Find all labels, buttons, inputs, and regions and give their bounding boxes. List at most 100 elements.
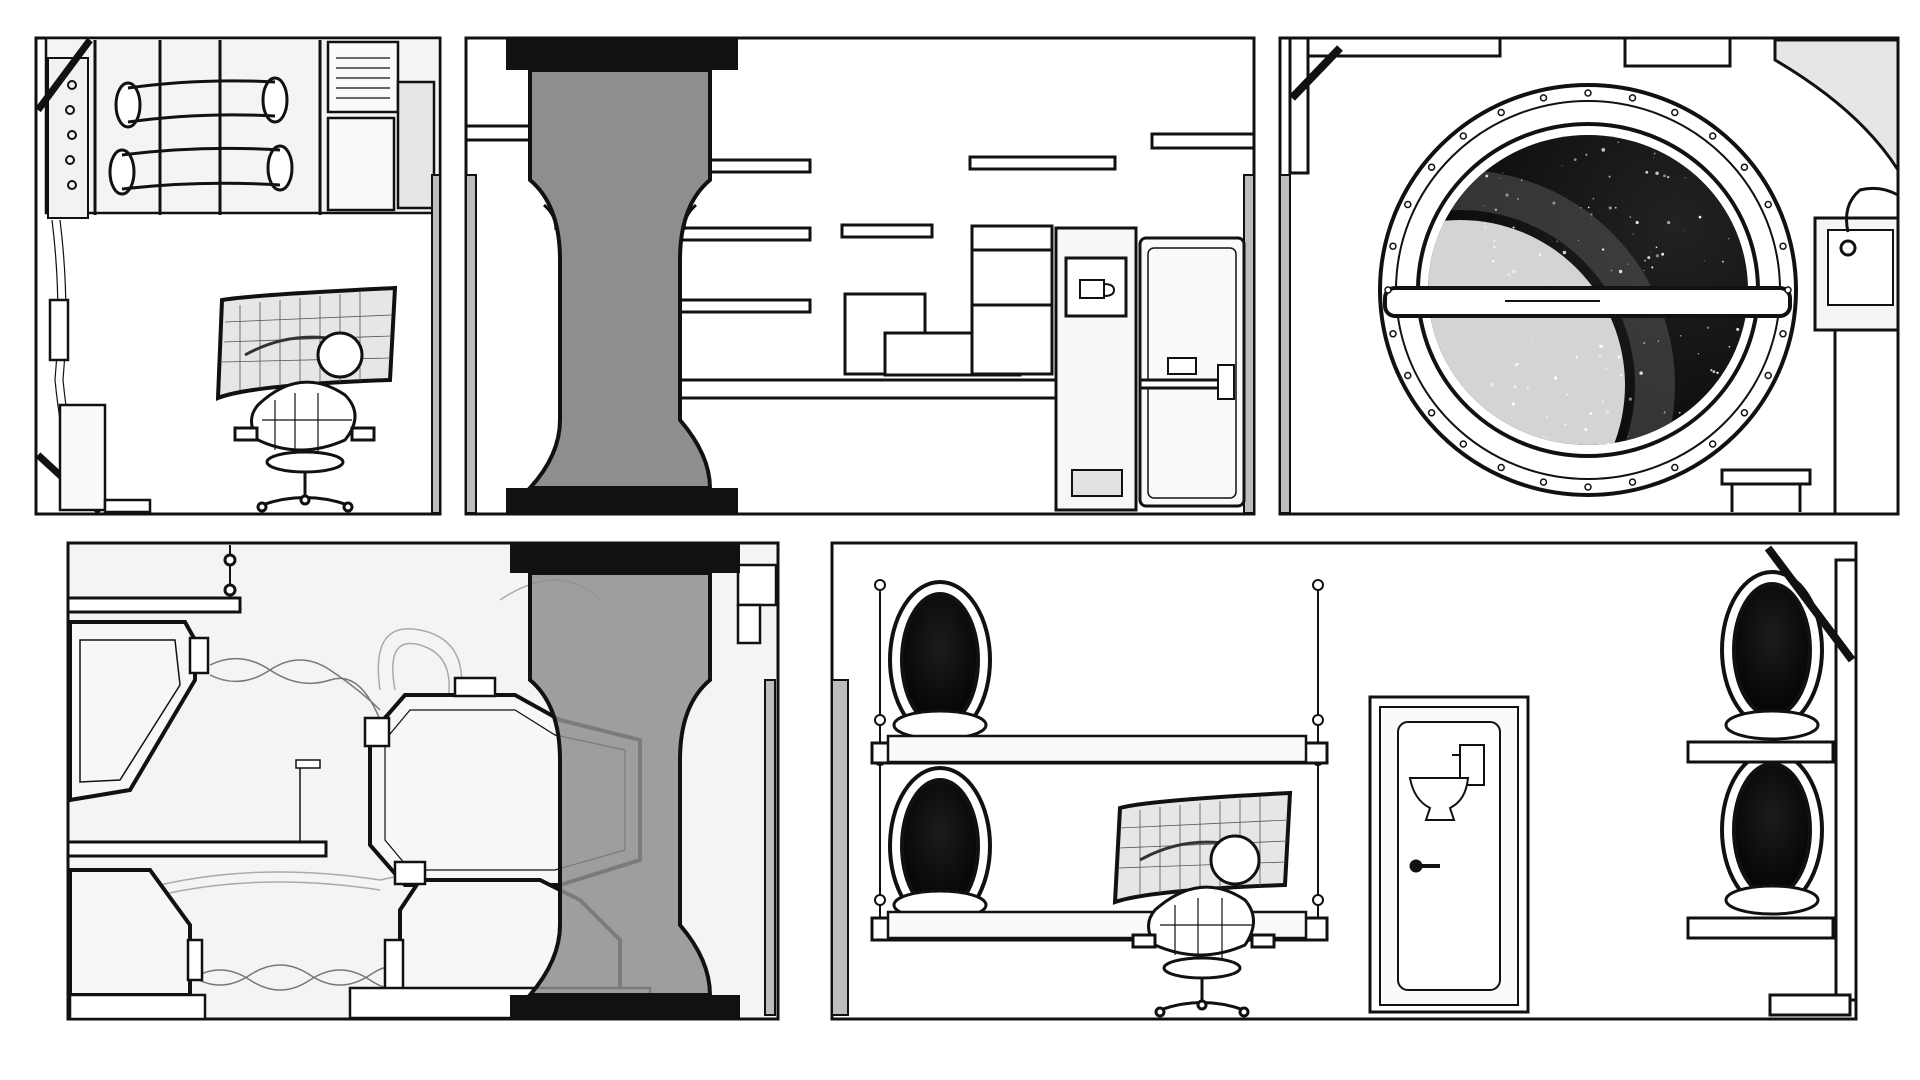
- star: [1614, 206, 1617, 209]
- star: [1598, 354, 1602, 358]
- rivet: [1708, 440, 1717, 448]
- star: [1684, 177, 1686, 179]
- star: [1697, 353, 1700, 355]
- stool: [1720, 468, 1812, 512]
- rivet: [1459, 440, 1468, 448]
- star: [1513, 363, 1518, 368]
- star: [1712, 370, 1716, 373]
- star: [1511, 269, 1516, 274]
- rivet: [1708, 132, 1717, 140]
- star: [1663, 174, 1666, 178]
- star: [1552, 201, 1556, 205]
- rivet: [1389, 330, 1397, 338]
- star: [1517, 197, 1520, 200]
- star: [1644, 259, 1646, 262]
- star: [1483, 205, 1485, 207]
- rivet: [1584, 483, 1592, 491]
- seated-operator: [316, 331, 364, 379]
- star: [1617, 355, 1621, 359]
- star: [1706, 326, 1710, 329]
- star: [1655, 254, 1660, 258]
- rivet: [1779, 330, 1787, 338]
- star: [1573, 158, 1577, 162]
- rivet: [1459, 132, 1468, 140]
- vertical-shaft-column: [510, 543, 740, 1019]
- round-porthole-window: [1378, 83, 1798, 497]
- star: [1591, 218, 1592, 219]
- star: [1512, 226, 1515, 229]
- rivet: [1404, 371, 1412, 380]
- star: [1604, 409, 1608, 412]
- rivet: [1539, 94, 1548, 102]
- star: [1494, 208, 1497, 211]
- cabinet-door: [1138, 236, 1246, 508]
- star: [1564, 423, 1567, 426]
- star: [1647, 256, 1651, 260]
- star: [1728, 238, 1730, 240]
- rivet: [1628, 94, 1637, 102]
- rivet: [1497, 108, 1505, 117]
- star: [1548, 283, 1550, 285]
- rivet: [1427, 163, 1436, 171]
- star: [1590, 213, 1593, 216]
- star: [1645, 170, 1649, 174]
- star: [1617, 141, 1620, 143]
- star: [1653, 152, 1656, 155]
- star: [1589, 412, 1593, 415]
- star: [1561, 165, 1563, 167]
- star: [1546, 437, 1548, 439]
- star: [1678, 411, 1681, 414]
- rivet: [1404, 200, 1412, 209]
- star: [1538, 253, 1542, 257]
- star: [1608, 175, 1611, 178]
- star: [1632, 233, 1634, 235]
- star: [1653, 157, 1654, 159]
- star: [1566, 393, 1569, 396]
- star: [1485, 174, 1489, 178]
- star: [1531, 224, 1533, 226]
- star: [1667, 175, 1670, 179]
- wall-shelf: [66, 596, 242, 614]
- rivet: [1384, 286, 1392, 294]
- star: [1575, 356, 1578, 359]
- star: [1520, 179, 1523, 181]
- star: [1655, 246, 1658, 249]
- rivet: [1389, 242, 1397, 250]
- star: [1576, 332, 1578, 334]
- panel-frame: [830, 541, 1858, 1021]
- rivet: [1628, 478, 1637, 486]
- curved-monitor: [1112, 790, 1293, 905]
- star: [1493, 240, 1496, 242]
- star: [1545, 415, 1548, 418]
- panel-galley-corridor: [464, 36, 1256, 516]
- star: [1627, 435, 1629, 437]
- star: [1513, 385, 1517, 389]
- rivet: [1740, 409, 1749, 417]
- star: [1728, 345, 1731, 348]
- toilet-icon: [1408, 744, 1485, 821]
- star: [1491, 259, 1495, 263]
- star: [1601, 148, 1606, 152]
- star: [1502, 171, 1504, 174]
- star: [1710, 369, 1713, 372]
- rivet: [1784, 286, 1792, 294]
- coffee-machine: [1054, 226, 1138, 512]
- star: [1643, 270, 1645, 272]
- star: [1507, 273, 1511, 277]
- rivet: [1764, 200, 1772, 209]
- office-chair: [1131, 885, 1276, 1018]
- panel-engine-room: [66, 541, 780, 1021]
- star: [1698, 215, 1702, 219]
- star: [1599, 344, 1603, 349]
- star: [1550, 281, 1552, 282]
- star: [1661, 252, 1665, 256]
- wall-cabinets: [326, 40, 436, 212]
- star: [1493, 245, 1496, 248]
- star: [1554, 440, 1556, 441]
- star: [1584, 427, 1588, 431]
- star: [1605, 367, 1608, 370]
- star: [1635, 220, 1639, 225]
- star: [1620, 374, 1623, 377]
- star: [1618, 269, 1623, 274]
